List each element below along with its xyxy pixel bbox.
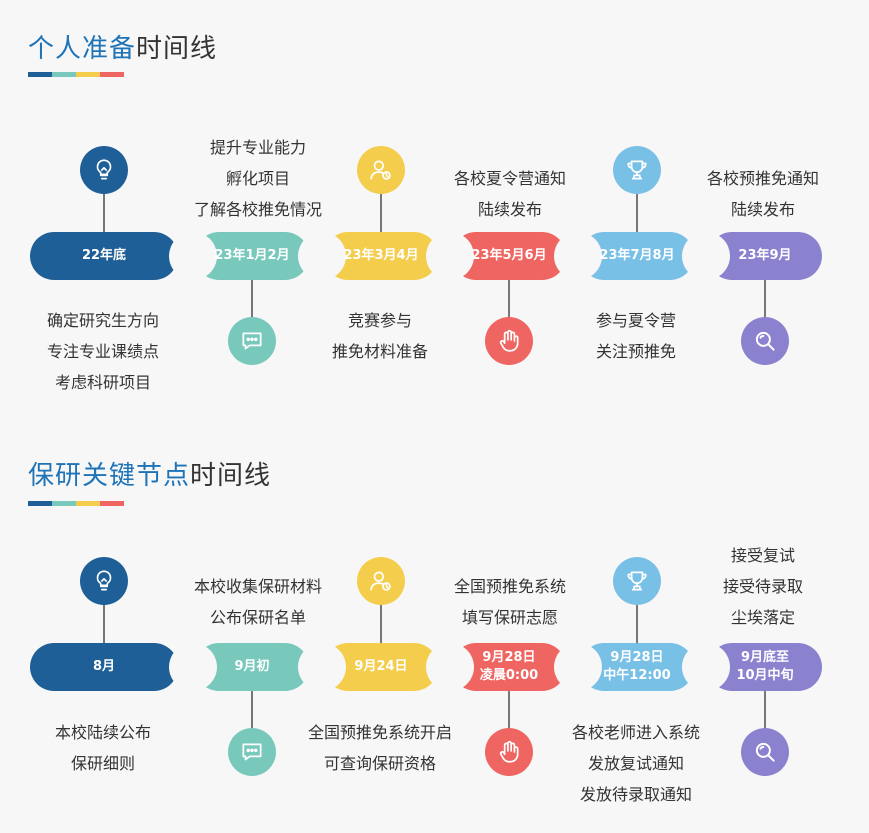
connector-line xyxy=(508,691,510,728)
connector-line xyxy=(636,194,638,232)
lightbulb-icon xyxy=(80,557,128,605)
description-line: 本校陆续公布 xyxy=(54,723,151,742)
connector-line xyxy=(764,280,766,317)
description-line: 保研细则 xyxy=(70,754,135,773)
connector-line xyxy=(103,605,105,643)
connector-line xyxy=(380,605,382,643)
timeline-description: 本校收集保研材料公布保研名单 xyxy=(158,571,358,633)
connector-line xyxy=(636,605,638,643)
timeline-description: 全国预推免系统开启可查询保研资格 xyxy=(280,717,480,779)
timeline-description: 接受复试接受待录取尘埃落定 xyxy=(663,540,863,633)
timeline-date-pill: 23年1月2月 xyxy=(169,232,309,280)
timeline-date-pill: 23年5月6月 xyxy=(426,232,566,280)
lightbulb-icon xyxy=(80,146,128,194)
timeline-description: 各校预推免通知陆续发布 xyxy=(663,163,863,225)
description-line: 了解各校推免情况 xyxy=(193,200,322,219)
personal-prep-timeline: 个人准备时间线 22年底确定研究生方向专注专业课绩点考虑科研项目 23年1月2月 提… xyxy=(3,28,863,398)
title-color-bar xyxy=(28,72,124,77)
trophy-icon xyxy=(613,557,661,605)
search-icon xyxy=(741,728,789,776)
section-title: 保研关键节点时间线 xyxy=(28,455,271,492)
timeline-date-label: 23年3月4月 xyxy=(343,248,419,263)
timeline-date-label: 23年5月6月 xyxy=(471,248,547,263)
description-line: 发放复试通知 xyxy=(587,754,684,773)
timeline-description: 参与夏令营关注预推免 xyxy=(536,305,736,367)
description-line: 确定研究生方向 xyxy=(46,311,159,330)
chat-icon xyxy=(228,317,276,365)
description-line: 各校老师进入系统 xyxy=(571,723,700,742)
title-highlight: 个人准备 xyxy=(28,34,137,64)
description-line: 全国预推免系统 xyxy=(453,577,566,596)
title-highlight: 保研关键节点 xyxy=(28,461,191,491)
timeline-date-pill: 23年7月8月 xyxy=(554,232,694,280)
timeline-date-label: 8月 xyxy=(92,659,116,674)
timeline-date-pill: 9月底至 10月中旬 xyxy=(682,643,822,691)
timeline-date-pill: 8月 xyxy=(30,643,178,691)
timeline-description: 各校夏令营通知陆续发布 xyxy=(410,163,610,225)
description-line: 接受复试 xyxy=(730,546,795,565)
timeline-date-label: 22年底 xyxy=(81,248,127,263)
hand-icon xyxy=(485,728,533,776)
description-line: 本校收集保研材料 xyxy=(193,577,322,596)
connector-line xyxy=(764,691,766,728)
description-line: 陆续发布 xyxy=(477,200,542,219)
description-line: 尘埃落定 xyxy=(730,608,795,627)
connector-line xyxy=(508,280,510,317)
timeline-date-label: 9月24日 xyxy=(354,659,408,674)
title-color-bar xyxy=(28,501,124,506)
connector-line xyxy=(251,691,253,728)
title-rest: 时间线 xyxy=(136,34,218,64)
timeline-date-pill: 9月24日 xyxy=(298,643,438,691)
timeline-description: 全国预推免系统填写保研志愿 xyxy=(410,571,610,633)
timeline-date-label: 23年9月 xyxy=(738,248,792,263)
description-line: 各校夏令营通知 xyxy=(453,169,566,188)
description-line: 孵化项目 xyxy=(225,169,290,188)
description-line: 发放待录取通知 xyxy=(579,785,692,804)
timeline-date-pill: 22年底 xyxy=(30,232,178,280)
connector-line xyxy=(103,194,105,232)
timeline-date-label: 23年7月8月 xyxy=(599,248,675,263)
description-line: 考虑科研项目 xyxy=(54,373,151,392)
connector-line xyxy=(251,280,253,317)
description-line: 各校预推免通知 xyxy=(706,169,819,188)
timeline-date-pill: 9月28日 中午12:00 xyxy=(554,643,694,691)
search-icon xyxy=(741,317,789,365)
trophy-icon xyxy=(613,146,661,194)
timeline-date-pill: 9月初 xyxy=(169,643,309,691)
description-line: 陆续发布 xyxy=(730,200,795,219)
user-icon xyxy=(357,146,405,194)
description-line: 推免材料准备 xyxy=(331,342,428,361)
description-line: 参与夏令营 xyxy=(595,311,676,330)
section-title: 个人准备时间线 xyxy=(28,28,217,65)
user-icon xyxy=(357,557,405,605)
timeline-date-label: 9月底至 10月中旬 xyxy=(736,650,794,683)
timeline-date-label: 23年1月2月 xyxy=(214,248,290,263)
timeline-date-pill: 9月28日 凌晨0:00 xyxy=(426,643,566,691)
chat-icon xyxy=(228,728,276,776)
timeline-date-label: 9月初 xyxy=(234,659,270,674)
timeline-description: 提升专业能力孵化项目了解各校推免情况 xyxy=(158,132,358,225)
timeline-description: 各校老师进入系统发放复试通知发放待录取通知 xyxy=(536,717,736,810)
description-line: 提升专业能力 xyxy=(209,138,306,157)
key-milestones-timeline: 保研关键节点时间线 8月本校陆续公布保研细则 9月初 本校收集保研材料公布保研名单 9… xyxy=(0,430,869,833)
timeline-date-pill: 23年9月 xyxy=(682,232,822,280)
hand-icon xyxy=(485,317,533,365)
description-line: 专注专业课绩点 xyxy=(46,342,159,361)
description-line: 公布保研名单 xyxy=(209,608,306,627)
connector-line xyxy=(380,194,382,232)
timeline-description: 竞赛参与推免材料准备 xyxy=(280,305,480,367)
description-line: 填写保研志愿 xyxy=(461,608,558,627)
timeline-description: 确定研究生方向专注专业课绩点考虑科研项目 xyxy=(3,305,203,398)
timeline-date-label: 9月28日 凌晨0:00 xyxy=(479,650,539,683)
timeline-date-pill: 23年3月4月 xyxy=(298,232,438,280)
timeline-description: 本校陆续公布保研细则 xyxy=(3,717,203,779)
description-line: 全国预推免系统开启 xyxy=(307,723,452,742)
description-line: 关注预推免 xyxy=(595,342,676,361)
title-rest: 时间线 xyxy=(190,461,272,491)
description-line: 可查询保研资格 xyxy=(323,754,436,773)
description-line: 接受待录取 xyxy=(722,577,803,596)
timeline-date-label: 9月28日 中午12:00 xyxy=(603,650,671,683)
description-line: 竞赛参与 xyxy=(347,311,412,330)
